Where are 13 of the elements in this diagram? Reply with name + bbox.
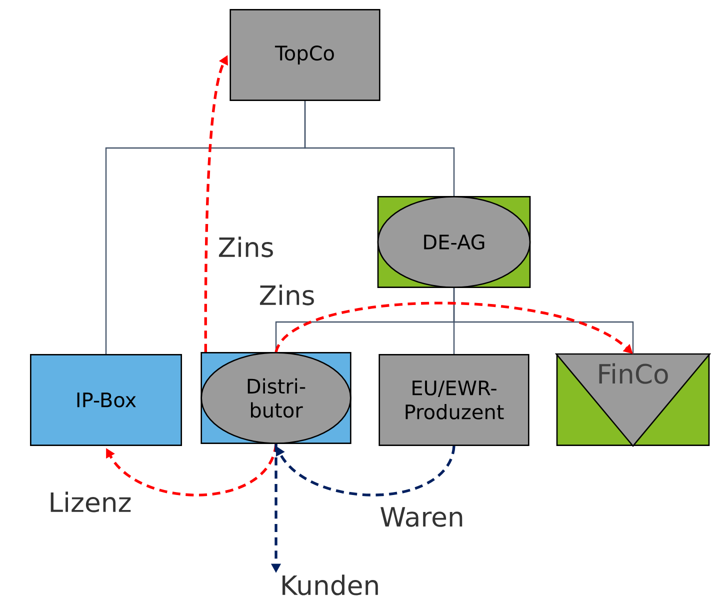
entity-box: Distri- butor [200, 352, 352, 444]
edge-label: Zins [257, 283, 317, 307]
edge-label: Zins [216, 235, 276, 259]
connector-line [453, 288, 634, 354]
edge-label: Lizenz [46, 490, 134, 514]
entity-box: EU/EWR- Produzent [378, 354, 530, 446]
entity-box: TopCo [230, 9, 380, 101]
target-label: Kunden [282, 574, 378, 596]
edge-label: Waren [378, 506, 466, 528]
flow-arrow [276, 446, 456, 496]
connector-line [304, 101, 455, 196]
entity-box: IP-Box [30, 354, 182, 446]
entity-box: DE-AG [377, 196, 531, 288]
